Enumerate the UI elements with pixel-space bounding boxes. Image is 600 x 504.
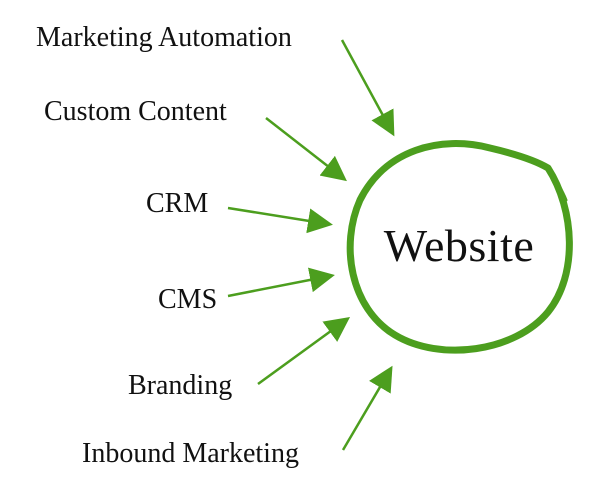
node-label-crm: CRM <box>146 188 209 219</box>
arrow-inbound-marketing <box>341 365 393 451</box>
website-circle <box>346 140 573 354</box>
center-label: Website <box>383 220 535 271</box>
node-label-branding: Branding <box>128 370 233 401</box>
arrow-marketing-automation <box>340 39 395 137</box>
arrow-crm <box>227 206 333 234</box>
node-label-inbound-marketing: Inbound Marketing <box>82 438 299 469</box>
node-label-custom-content: Custom Content <box>44 96 227 127</box>
node-label-marketing-automation: Marketing Automation <box>36 22 292 53</box>
arrow-branding <box>257 317 351 386</box>
website-circle-stroke-end <box>546 166 568 202</box>
arrow-cms <box>227 267 335 298</box>
node-label-cms: CMS <box>158 284 218 315</box>
arrow-custom-content <box>265 117 347 182</box>
